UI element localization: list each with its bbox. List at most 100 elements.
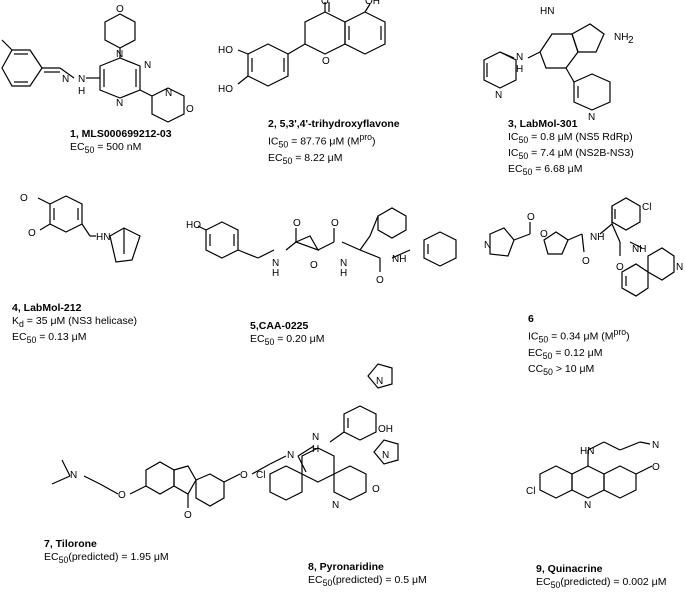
- measure-value: (predicted) = 0.002 μM: [560, 576, 667, 588]
- measure-label: EC: [308, 574, 323, 586]
- measure-label: EC: [44, 551, 59, 563]
- atom-o: O: [310, 260, 318, 271]
- activity-line: EC50(predicted) = 0.5 μM: [308, 574, 427, 590]
- measure-value: = 0.20 μM: [274, 333, 325, 345]
- atom-n: N: [144, 60, 151, 71]
- activity-line: EC50 = 0.20 μM: [250, 333, 324, 349]
- atom-cl: Cl: [256, 470, 265, 481]
- measure-label: K: [12, 315, 20, 327]
- atom-o: O: [293, 218, 301, 229]
- measure-subscript: 50: [522, 167, 533, 178]
- measure-label: EC: [508, 163, 523, 176]
- measure-value: = 500 nM: [94, 141, 142, 153]
- atom-nh: NH: [392, 254, 406, 265]
- atom-n: N: [340, 258, 347, 269]
- atom-o: O: [331, 218, 339, 229]
- structure-6: [489, 197, 675, 297]
- atom-cl: Cl: [526, 486, 535, 497]
- atom-n: N: [70, 470, 77, 481]
- atom-n: N: [584, 500, 591, 511]
- atom-nh2: NH: [614, 32, 628, 43]
- measure-subscript: d: [19, 319, 24, 330]
- structure-8: [269, 363, 399, 501]
- atom-subscript-2: 2: [628, 35, 634, 46]
- activity-line: IC50 = 0.34 μM (Mpro): [528, 326, 630, 347]
- activity-line: EC50 = 0.13 μM: [12, 331, 137, 347]
- target-superscript: pro: [359, 132, 373, 142]
- measure-subscript: 50: [518, 135, 529, 146]
- atom-h: H: [78, 86, 85, 97]
- measure-value: = 6.68 μM: [532, 163, 583, 176]
- atom-n: N: [62, 74, 69, 85]
- atom-ho: HO: [218, 45, 233, 56]
- atom-nh: NH: [632, 244, 646, 255]
- atom-o: O: [321, 0, 329, 7]
- measure-label: EC: [70, 141, 85, 153]
- measure-subscript: 50: [282, 155, 293, 166]
- structure-7: [51, 445, 315, 508]
- measure-value: = 7.4 μM (NS2B-NS3): [528, 147, 634, 160]
- compound-name: 9, Quinacrine: [536, 563, 603, 575]
- measure-value: = 0.13 μM: [36, 331, 87, 344]
- measure-subscript: 50: [550, 580, 561, 591]
- atom-n: N: [332, 500, 339, 511]
- activity-line: EC50(predicted) = 0.002 μM: [536, 576, 666, 592]
- activity-line: IC50 = 87.76 μM (Mpro): [268, 131, 400, 152]
- measure-value: = 35 μM (NS3 helicase): [23, 315, 138, 327]
- activity-line: EC50 = 6.68 μM: [508, 163, 634, 179]
- atom-h: H: [516, 64, 523, 75]
- atom-n: N: [116, 49, 123, 60]
- atom-o: O: [372, 484, 380, 495]
- atom-n: N: [484, 240, 491, 251]
- activity-line: EC50 = 0.12 μM: [528, 347, 630, 363]
- atom-o: O: [20, 193, 28, 204]
- measure-value: = 0.8 μM (NS5 RdRp): [528, 131, 633, 143]
- structure-1: [1, 13, 185, 123]
- target-close: ): [372, 135, 376, 148]
- activity-line: IC50 = 0.8 μM (NS5 RdRp): [508, 131, 634, 147]
- measure-subscript: 50: [542, 350, 553, 361]
- compound-name: 7, Tilorone: [44, 538, 97, 550]
- measure-value: (predicted) = 1.95 μM: [68, 551, 169, 563]
- atom-n: N: [287, 450, 294, 461]
- atom-n: N: [516, 52, 523, 63]
- measure-subscript: 50: [84, 145, 95, 156]
- compound-name: 2, 5,3',4'-trihydroxyflavone: [268, 118, 400, 130]
- atom-n: N: [588, 112, 595, 123]
- atom-o: O: [186, 104, 194, 115]
- measure-label: CC: [528, 362, 544, 375]
- atom-n: N: [165, 88, 172, 99]
- atom-ho: HO: [186, 220, 201, 231]
- atom-n: N: [272, 258, 279, 269]
- atom-o: O: [116, 4, 124, 15]
- atom-o: O: [540, 229, 548, 240]
- atom-h: H: [272, 268, 279, 279]
- atom-hn: HN: [580, 446, 594, 457]
- atom-h: H: [312, 444, 319, 455]
- target-superscript: pro: [613, 327, 627, 337]
- atom-ho: HO: [218, 84, 233, 95]
- atom-n: N: [78, 74, 85, 85]
- measure-label: IC: [508, 147, 519, 160]
- measure-value: = 0.34 μM (M: [548, 330, 614, 343]
- atom-n: N: [312, 432, 319, 443]
- atom-n: N: [495, 90, 502, 101]
- measure-subscript: 50: [26, 335, 37, 346]
- atom-o: O: [28, 228, 36, 239]
- activity-line: CC50 > 10 μM: [528, 363, 630, 379]
- measure-subscript: 50: [264, 337, 275, 348]
- structure-5: [197, 207, 457, 272]
- atom-n: N: [382, 450, 389, 461]
- target-close: ): [626, 330, 630, 343]
- structure-9: [539, 441, 653, 499]
- compound-name: 3, LabMol-301: [508, 118, 578, 130]
- measure-subscript: 50: [278, 139, 289, 150]
- compound-name: 4, LabMol-212: [12, 302, 82, 314]
- atom-hn: HN: [540, 6, 554, 17]
